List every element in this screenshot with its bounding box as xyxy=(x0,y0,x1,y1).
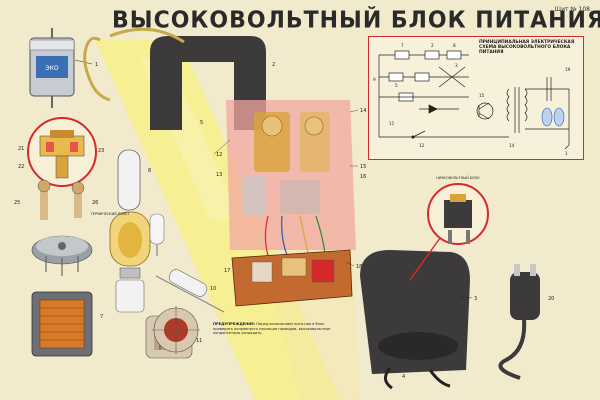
svg-text:11: 11 xyxy=(389,121,395,126)
svg-text:26: 26 xyxy=(92,200,98,206)
warning-lead: ПРЕДУПРЕЖДЕНИЕ: xyxy=(213,322,256,326)
svg-text:3: 3 xyxy=(455,63,458,68)
svg-text:10: 10 xyxy=(210,286,216,292)
small-lamp xyxy=(149,213,165,256)
warning-text: ПРЕДУПРЕЖДЕНИЕ: Перед включением пита-ни… xyxy=(213,322,331,336)
transformer-icon: 7 xyxy=(31,291,103,357)
svg-text:14: 14 xyxy=(360,108,366,114)
poster-number: Щит № 108 xyxy=(554,6,590,13)
svg-text:12: 12 xyxy=(216,152,222,158)
svg-text:17: 17 xyxy=(224,268,230,274)
black-case-bottom: 3 4 xyxy=(360,250,477,390)
tube-label: ТЕРМИЧЕСКИЙ ПАКЕТ xyxy=(90,212,130,216)
lamp-icon: 8 9 xyxy=(109,149,157,313)
svg-text:20: 20 xyxy=(548,296,554,302)
svg-text:19: 19 xyxy=(565,67,571,72)
svg-text:25: 25 xyxy=(14,200,20,206)
schematic-panel: ПРИНЦИПИАЛЬНАЯ ЭЛЕКТРИЧЕСКАЯ СХЕМА ВЫСОК… xyxy=(368,36,584,160)
svg-text:13: 13 xyxy=(216,172,222,178)
leader-lines xyxy=(213,109,473,299)
svg-text:2: 2 xyxy=(272,62,275,68)
svg-text:5: 5 xyxy=(395,83,398,88)
socket-disc xyxy=(31,235,93,276)
schematic-diagram: 7 2 8 9 5 3 11 12 15 14 19 1 xyxy=(373,43,571,156)
svg-text:1: 1 xyxy=(565,151,568,156)
svg-text:7: 7 xyxy=(401,43,404,48)
svg-text:1: 1 xyxy=(95,62,98,68)
svg-text:5: 5 xyxy=(200,120,203,126)
pink-case: 14 15 16 12 13 xyxy=(216,100,366,250)
svg-text:21: 21 xyxy=(18,146,24,152)
relay-inset xyxy=(409,183,489,281)
svg-text:15: 15 xyxy=(360,164,366,170)
inset-right-label: НИЗКОВОЛЬТНЫЙ БЛОК xyxy=(436,176,480,180)
svg-text:23: 23 xyxy=(98,148,104,154)
svg-text:18: 18 xyxy=(356,264,362,270)
pin-assembly: 25 26 xyxy=(14,179,98,220)
svg-text:11: 11 xyxy=(196,338,202,344)
schematic-title: ПРИНЦИПИАЛЬНАЯ ЭЛЕКТРИЧЕСКАЯ СХЕМА ВЫСОК… xyxy=(479,40,575,56)
svg-text:9: 9 xyxy=(373,77,376,82)
svg-text:8: 8 xyxy=(453,43,456,48)
resistor-icon: 10 xyxy=(155,269,225,313)
svg-text:7: 7 xyxy=(100,314,103,320)
capacitor-icon: ЭКО 1 xyxy=(29,28,98,108)
svg-text:16: 16 xyxy=(360,174,366,180)
svg-text:15: 15 xyxy=(479,93,485,98)
svg-text:22: 22 xyxy=(18,164,24,170)
rotary-switch xyxy=(152,306,200,354)
svg-text:2: 2 xyxy=(431,43,434,48)
warning-body: Перед включением пита-ния в блок провери… xyxy=(213,322,331,335)
svg-text:12: 12 xyxy=(419,143,425,148)
svg-text:4: 4 xyxy=(402,374,405,380)
svg-text:3: 3 xyxy=(474,296,477,302)
base-plate: 17 18 xyxy=(224,249,362,307)
svg-text:ЭКО: ЭКО xyxy=(45,65,58,72)
svg-text:14: 14 xyxy=(509,143,515,148)
plug-icon: 20 xyxy=(498,264,554,380)
svg-text:8: 8 xyxy=(148,168,151,174)
connector-inset: 21 22 23 xyxy=(18,117,104,187)
schematic-lamps xyxy=(541,107,565,127)
